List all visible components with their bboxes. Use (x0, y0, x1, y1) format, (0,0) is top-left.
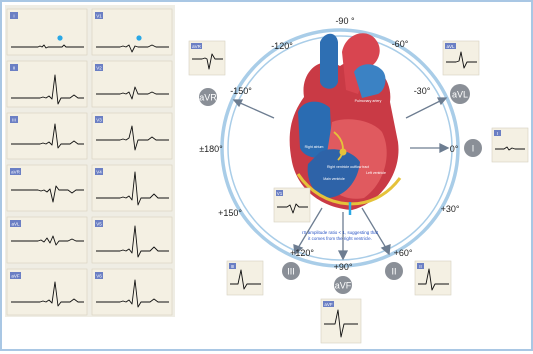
lead-tag-label: aVL (446, 44, 455, 49)
arrowhead-aVR (234, 100, 242, 106)
lead-tag-label: aVF (324, 302, 333, 307)
mini-strip-aVR: aVR (189, 41, 225, 75)
lead-box-V1: V1 (92, 9, 172, 55)
label-main-ventricle: Main ventricle (323, 177, 345, 181)
lead-circle-label: aVR (199, 93, 217, 103)
lead-circle-I: I (464, 139, 482, 157)
lead-circle-label: III (287, 267, 295, 277)
arrowhead-II (382, 245, 390, 254)
lead-box-I: I (7, 9, 87, 55)
angle-neg30: -30° (414, 86, 431, 96)
lead-tag-label: V5 (96, 222, 102, 227)
origin-marker (340, 149, 347, 156)
ecg-paper (92, 217, 172, 263)
arrowhead-aVF (339, 251, 347, 259)
lead-box-II: II (7, 61, 87, 107)
lead-tag-label: II (419, 264, 422, 269)
lead-box-aVL: aVL (7, 217, 87, 263)
arrow-II (362, 208, 386, 248)
lead-tag-label: aVR (192, 44, 202, 49)
lead-circle-label: aVF (335, 281, 352, 291)
lead-box-aVF: aVF (7, 269, 87, 315)
angle-120: +120° (290, 248, 314, 258)
angle-neg60: -60° (392, 39, 409, 49)
lead-tag-label: V1 (96, 14, 102, 19)
ecg-paper (92, 269, 172, 315)
lead-tag-label: III (231, 264, 235, 269)
lead-circle-aVR: aVR (199, 88, 217, 106)
lead-box-V6: V6 (92, 269, 172, 315)
angle-180: ±180° (199, 144, 223, 154)
lead-box-III: III (7, 113, 87, 159)
lead-tag-label: aVF (11, 274, 20, 279)
ecg-paper (7, 9, 87, 55)
twelve-lead-panel: I II III aVR aVL (5, 5, 175, 317)
label-pulmonary: Pulmonary artery (355, 99, 382, 103)
angle-neg150: -150° (230, 86, 252, 96)
lead-circle-label: aVL (452, 90, 468, 100)
lead-tag-label: II (13, 66, 16, 71)
mini-strip-II: II (415, 261, 451, 295)
lead-box-V5: V5 (92, 217, 172, 263)
angle-neg90: -90 ° (335, 16, 355, 26)
lead-box-aVR: aVR (7, 165, 87, 211)
arrowhead-aVL (438, 98, 446, 104)
lead-circle-III: III (282, 262, 300, 280)
ecg-paper (92, 61, 172, 107)
lead-box-V4: V4 (92, 165, 172, 211)
lead-circle-II: II (385, 262, 403, 280)
mini-strip-III: III (227, 261, 263, 295)
lead-circle-aVF: aVF (334, 276, 352, 294)
lead-tag-label: I (13, 14, 14, 19)
v1-annotation: rS amplitude ratio < 1, suggesting that … (302, 230, 379, 241)
lead-tag-label: V2 (96, 66, 102, 71)
right-atrium (298, 102, 332, 158)
ecg-paper (92, 165, 172, 211)
figure-canvas: I II III aVR aVL (2, 2, 531, 349)
mini-strip-aVL: aVL (443, 41, 479, 75)
lead-box-V3: V3 (92, 113, 172, 159)
mini-strip-V1: V1 (274, 188, 310, 222)
lead-circle-aVL: aVL (450, 84, 470, 104)
ecg-paper (7, 61, 87, 107)
ecg-paper (92, 113, 172, 159)
highlight-dot (57, 35, 62, 40)
arrow-aVL (406, 100, 442, 118)
lead-tag-label: V1 (277, 191, 283, 196)
heart-illustration: Pulmonary artery Right atrium Right vent… (290, 33, 400, 210)
lead-circle-label: I (472, 144, 475, 154)
mini-strip-aVF: aVF (321, 299, 361, 343)
lead-tag-label: I (497, 131, 498, 136)
angle-30: +30° (441, 204, 460, 214)
mini-strip-I: I (492, 128, 528, 162)
lead-tag-label: V6 (96, 274, 102, 279)
lead-tag-label: V4 (96, 170, 102, 175)
highlight-dot (136, 35, 141, 40)
angle-150: +150° (218, 208, 242, 218)
lead-circle-label: II (391, 267, 396, 277)
arrow-aVR (238, 102, 274, 118)
lead-tag-label: V3 (96, 118, 102, 123)
angle-neg120: -120° (271, 41, 293, 51)
angle-0: 0° (450, 144, 459, 154)
lead-tag-label: aVL (11, 222, 20, 227)
label-rvot: Right ventricle outflow tract (327, 165, 369, 169)
annotation-line-1: rS amplitude ratio < 1, suggesting that (302, 230, 379, 235)
superior-vena-cava (320, 34, 338, 89)
ecg-paper (7, 113, 87, 159)
label-left-ventricle: Left ventricle (366, 171, 386, 175)
annotation-line-2: it comes from the right ventricle. (308, 236, 372, 241)
lead-tag-label: III (12, 118, 16, 123)
angle-60: +60° (394, 248, 413, 258)
arrowhead-I (440, 144, 448, 152)
lead-tag-label: aVR (11, 170, 21, 175)
label-right-atrium: Right atrium (305, 145, 324, 149)
ecg-paper (92, 9, 172, 55)
angle-90: +90° (334, 262, 353, 272)
lead-box-V2: V2 (92, 61, 172, 107)
